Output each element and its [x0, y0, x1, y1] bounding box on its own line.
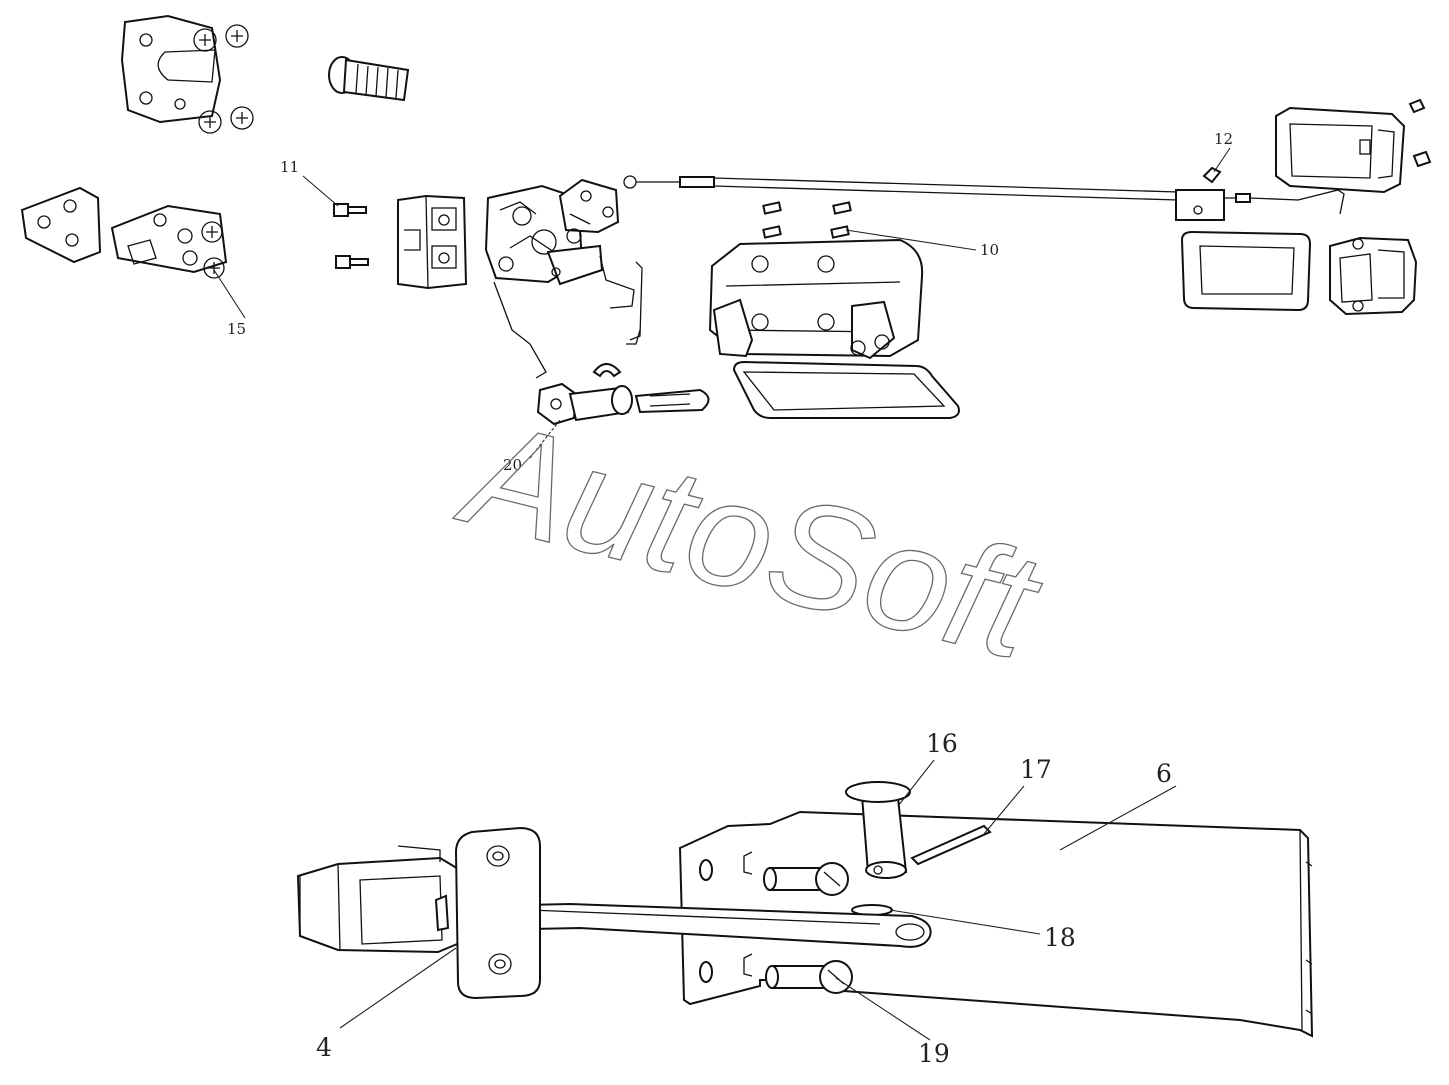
callout-16: 16 [926, 729, 958, 758]
outer-handle-cover [1275, 98, 1432, 194]
lock-rods [493, 255, 643, 379]
rod-clip [592, 363, 622, 378]
door-lock-housing [397, 194, 468, 290]
leader-19 [835, 977, 931, 1041]
door-lock-mechanism [484, 178, 620, 286]
callout-10: 10 [980, 241, 999, 259]
outer-handle-gasket [1180, 230, 1312, 312]
callout-4: 4 [316, 1033, 332, 1062]
hinge-pin-16 [845, 781, 911, 879]
backing-plate [20, 186, 102, 264]
callout-15: 15 [227, 320, 246, 338]
callout-20: 20 [503, 456, 522, 474]
watermark: AutoSoft [444, 386, 1056, 691]
leader-16 [897, 759, 935, 807]
release-cable [623, 175, 1179, 201]
leader-10 [845, 229, 977, 251]
door-check-arm [478, 902, 932, 948]
callout-19: 19 [918, 1039, 950, 1068]
callout-18: 18 [1044, 923, 1076, 952]
small-screws-10 [762, 201, 852, 239]
leader-12 [1213, 147, 1231, 173]
leader-18 [889, 909, 1041, 935]
hinge-pin [328, 56, 410, 102]
door-check-body-4 [296, 826, 541, 1000]
bolts [763, 862, 853, 994]
leader-11 [302, 175, 339, 207]
upper-hinge-bracket [120, 14, 254, 134]
leader-17 [983, 785, 1025, 835]
outer-handle-base [1329, 236, 1418, 316]
inner-door-handle [708, 238, 924, 360]
leader-15 [213, 269, 246, 319]
leader-20 [529, 419, 561, 459]
key-cylinder [536, 382, 710, 426]
callout-17: 17 [1020, 755, 1052, 784]
handle-bezel [732, 360, 960, 419]
lower-hinge-bracket [110, 204, 228, 279]
lock-screws [333, 203, 369, 269]
callout-11: 11 [280, 158, 299, 176]
callout-6: 6 [1156, 759, 1172, 788]
leader-4 [339, 947, 457, 1029]
leader-6 [1059, 785, 1177, 851]
cotter-pin-17 [910, 824, 992, 866]
callout-12: 12 [1214, 130, 1233, 148]
